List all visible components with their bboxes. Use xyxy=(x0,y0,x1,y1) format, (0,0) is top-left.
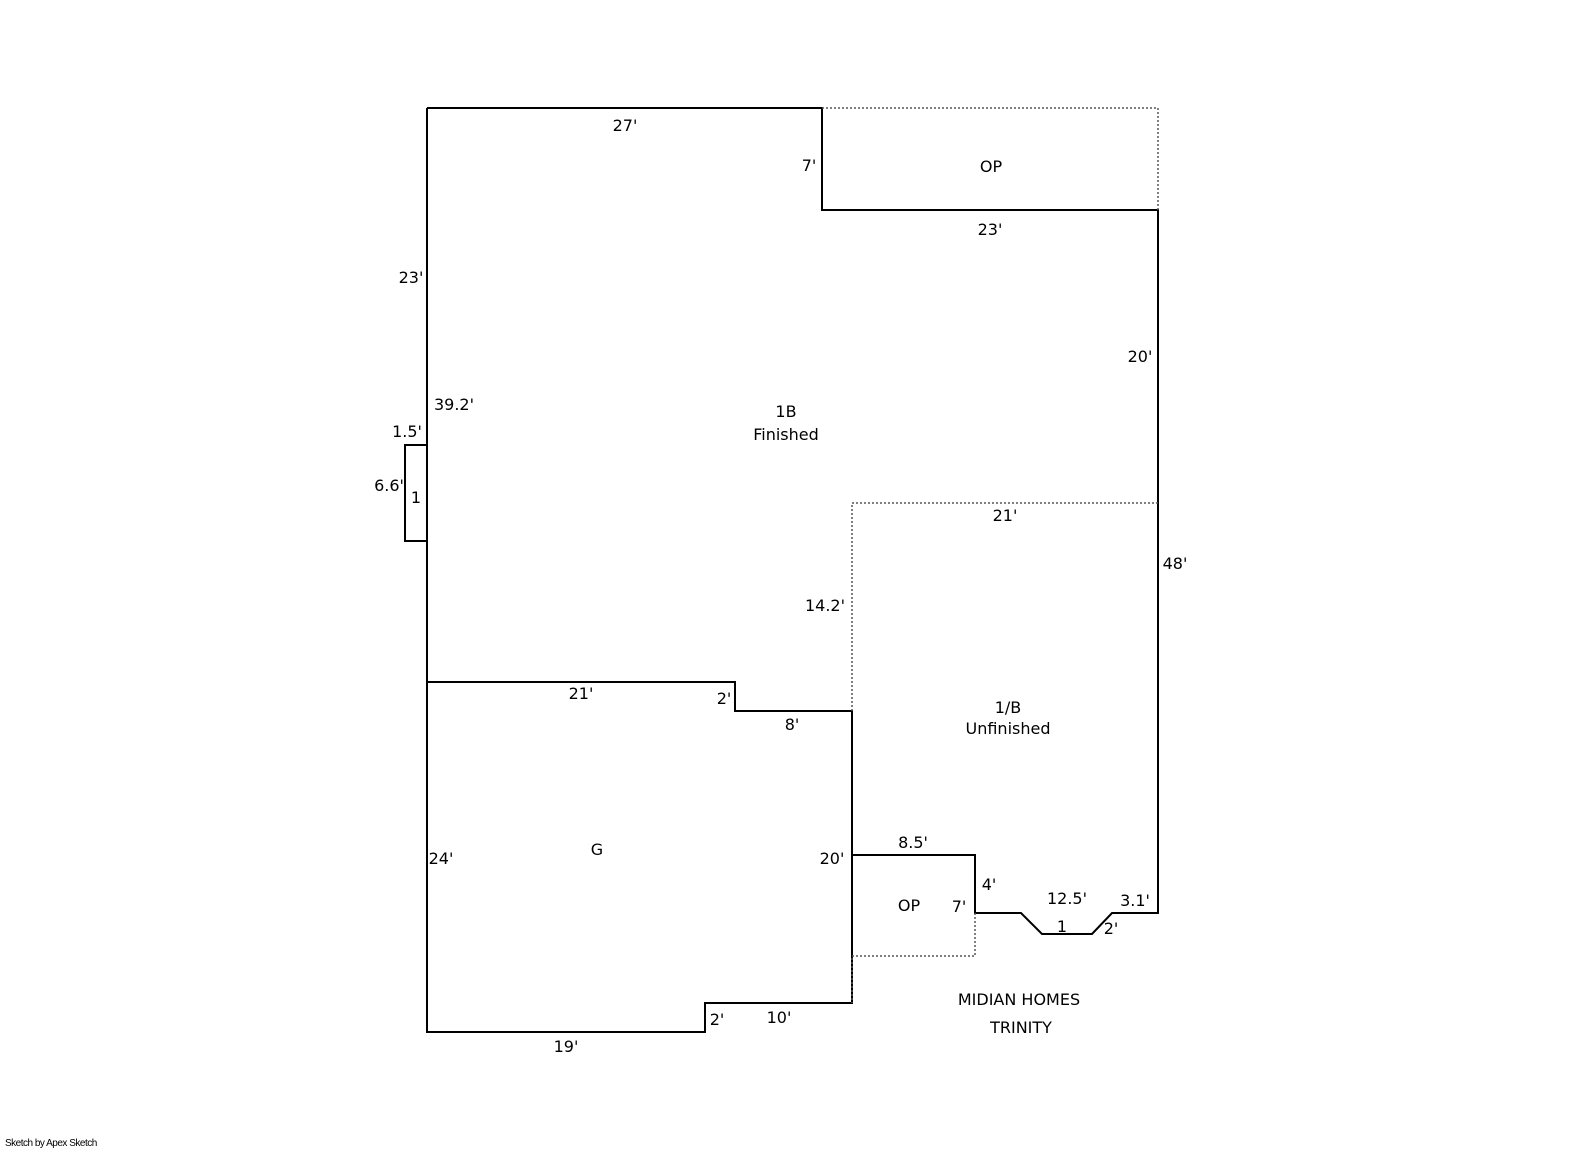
dim-garage-right: 20' xyxy=(820,849,845,868)
dim-bay-right: 3.1' xyxy=(1120,891,1150,910)
dim-porch-top-side: 7' xyxy=(802,156,817,175)
dim-porch-bottom-side: 7' xyxy=(952,897,967,916)
basement-name: Unfinished xyxy=(966,719,1051,738)
dim-garage-step: 2' xyxy=(717,689,732,708)
dim-garage-bottom-right: 10' xyxy=(767,1008,792,1027)
basement-outline xyxy=(851,502,1158,711)
dimension-labels: 27' 7' 23' 23' 39.2' 1.5' 6.6' 20' 48' 2… xyxy=(374,116,1187,1056)
dim-basement-top: 21' xyxy=(993,506,1018,525)
dim-basement-left: 14.2' xyxy=(805,596,845,615)
title-line2: TRINITY xyxy=(989,1018,1052,1037)
main-room-name: Finished xyxy=(753,425,819,444)
dim-left-upper: 23' xyxy=(399,268,424,287)
dim-left-inner: 39.2' xyxy=(434,395,474,414)
dim-right-upper: 20' xyxy=(1128,347,1153,366)
left-bump xyxy=(404,444,428,542)
dim-bump-width: 1.5' xyxy=(392,422,422,441)
left-bump-code: 1 xyxy=(411,488,421,507)
porch-top-outline xyxy=(822,107,1159,210)
dim-bay-span: 12.5' xyxy=(1047,889,1087,908)
porch-bottom-code: OP xyxy=(898,896,921,915)
dim-top: 27' xyxy=(613,116,638,135)
dim-garage-bottom-step: 2' xyxy=(710,1010,725,1029)
porch-top-code: OP xyxy=(980,157,1003,176)
dim-porch-top-bottom: 23' xyxy=(978,220,1003,239)
basement-code: 1/B xyxy=(995,698,1022,717)
footer-credit: Sketch by Apex Sketch xyxy=(5,1138,97,1149)
garage-wall xyxy=(427,681,853,855)
porch-bottom-outline xyxy=(851,913,976,1003)
dim-bay-depth: 2' xyxy=(1104,919,1119,938)
bay-code: 1 xyxy=(1057,917,1067,936)
dim-garage-step-width: 8' xyxy=(785,715,800,734)
dim-bump-height: 6.6' xyxy=(374,476,404,495)
title-line1: MIDIAN HOMES xyxy=(958,990,1080,1009)
dim-right-overall: 48' xyxy=(1163,554,1188,573)
main-room-code: 1B xyxy=(775,402,796,421)
dim-porch-step: 4' xyxy=(982,875,997,894)
dim-garage-top: 21' xyxy=(569,684,594,703)
garage-code: G xyxy=(591,840,603,859)
room-labels: 1B Finished 1/B Unfinished G OP OP 1 1 xyxy=(411,157,1067,936)
exterior-wall xyxy=(426,107,1159,1033)
dim-garage-bottom: 19' xyxy=(554,1037,579,1056)
dim-garage-left: 24' xyxy=(429,849,454,868)
dim-porch-bottom-top: 8.5' xyxy=(898,833,928,852)
